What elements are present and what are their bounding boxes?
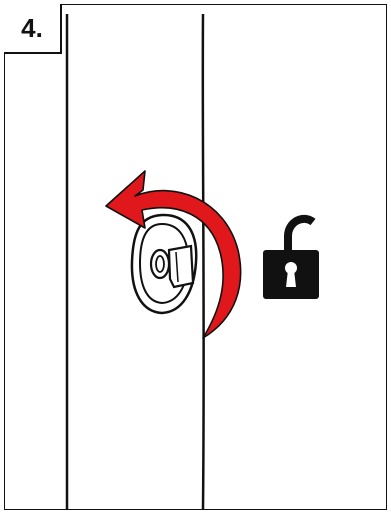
key-cylinder-icon: [132, 215, 196, 313]
unlocked-padlock-icon: [263, 219, 319, 299]
door-edge-right: [203, 14, 204, 509]
step-number: 4.: [4, 4, 62, 54]
key-head: [169, 246, 193, 287]
